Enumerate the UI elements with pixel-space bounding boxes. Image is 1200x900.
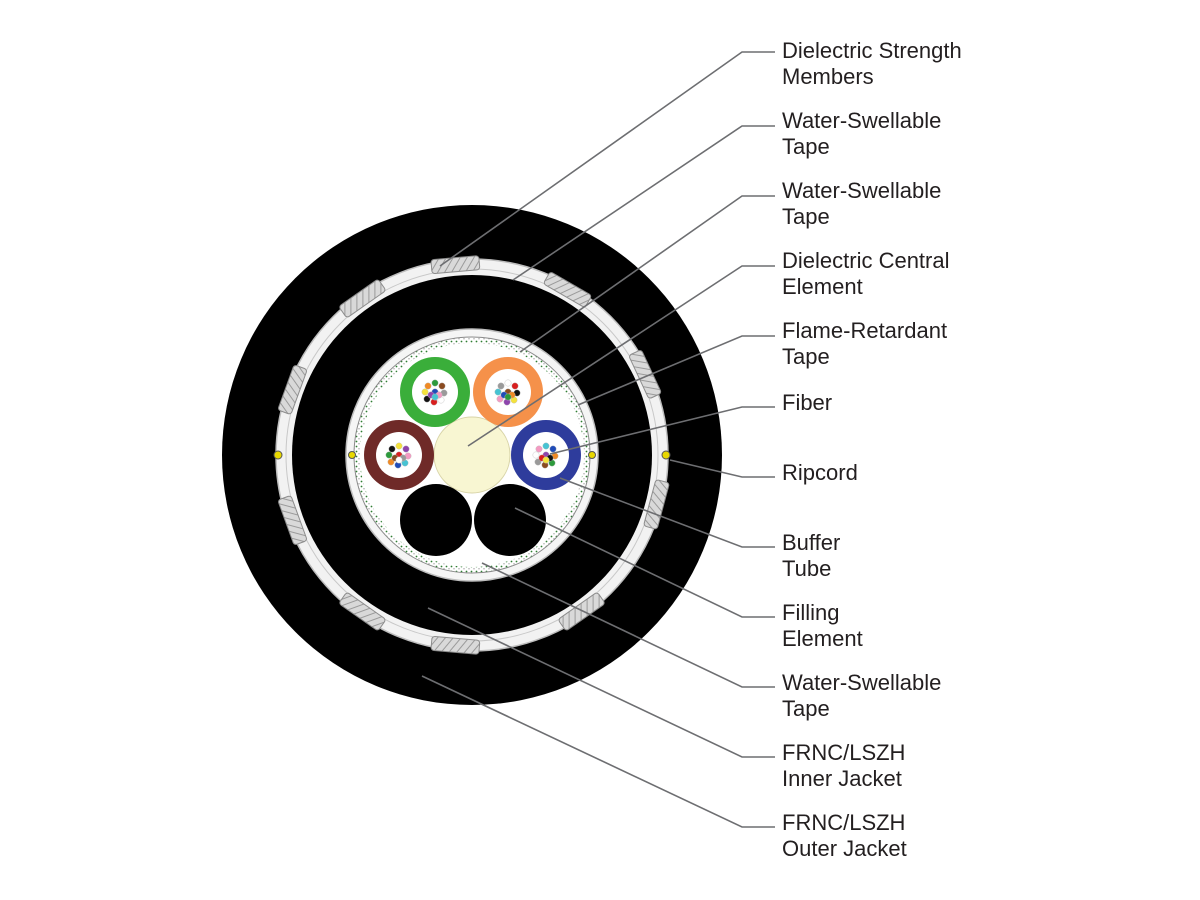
strength-member-rod [278, 365, 307, 415]
buffer-tube [473, 357, 543, 427]
leader-line [481, 562, 775, 688]
label-line: Buffer [782, 530, 841, 555]
label-line: FRNC/LSZH [782, 810, 906, 835]
label-line: Dielectric Central [782, 248, 950, 273]
label-line: Outer Jacket [782, 836, 907, 861]
strength-member-rod [558, 592, 605, 631]
label-water-swellable-tape-core: Water-Swellable Tape [782, 670, 1182, 722]
label-dielectric-central-element: Dielectric Central Element [782, 248, 1182, 300]
label-outer-jacket: FRNC/LSZH Outer Jacket [782, 810, 1182, 862]
ripcord-icon [588, 451, 596, 459]
leader-line [669, 459, 775, 478]
label-water-swellable-tape-outer: Water-Swellable Tape [782, 108, 1182, 160]
fiber-icon [385, 451, 393, 459]
label-line: Tape [782, 344, 830, 369]
label-line: Inner Jacket [782, 766, 902, 791]
leader-line [577, 335, 775, 406]
label-dielectric-strength-members: Dielectric Strength Members [782, 38, 1182, 90]
label-buffer-tube: Buffer Tube [782, 530, 1182, 582]
leader-line [549, 406, 775, 455]
leader-line [421, 675, 775, 828]
label-line: Tape [782, 696, 830, 721]
strength-member-rod [339, 279, 386, 318]
ripcord-icon [273, 450, 283, 460]
label-fiber: Fiber [782, 390, 1182, 416]
label-line: Filling [782, 600, 840, 625]
dielectric-strength-members [278, 255, 670, 655]
fiber-icon [542, 456, 550, 464]
fiber-icon [532, 451, 540, 459]
label-line: Ripcord [782, 460, 858, 485]
fiber-icon [497, 382, 505, 390]
label-line: Dielectric Strength [782, 38, 962, 63]
strength-member-rod [629, 350, 662, 399]
ripcord-icon [348, 451, 356, 459]
fiber-icon [395, 442, 403, 450]
leader-line [467, 265, 775, 447]
label-flame-retardant-tape: Flame-Retardant Tape [782, 318, 1182, 370]
label-line: Tape [782, 134, 830, 159]
label-line: Tube [782, 556, 832, 581]
buffer-tube [364, 420, 434, 490]
dielectric-central-element [433, 416, 511, 494]
fiber-icon [542, 442, 550, 450]
buffer-tube [511, 420, 581, 490]
label-line: Flame-Retardant [782, 318, 948, 343]
fiber-icon [504, 393, 512, 401]
label-line: Element [782, 626, 863, 651]
fiber-icon [535, 445, 543, 453]
filling-element-2 [474, 484, 546, 556]
label-line: Water-Swellable [782, 670, 942, 695]
filling-element-1 [400, 484, 472, 556]
buffer-tube [400, 357, 470, 427]
leader-line [439, 51, 775, 267]
strength-member-rod [543, 272, 592, 308]
fiber-icon [424, 382, 432, 390]
fiber-icon [421, 388, 429, 396]
strength-member-rod [430, 635, 481, 655]
fiber-icon [511, 382, 519, 390]
leader-line [519, 195, 775, 353]
label-water-swellable-tape-inner: Water-Swellable Tape [782, 178, 1182, 230]
label-line: Members [782, 64, 874, 89]
strength-member-rod [339, 592, 386, 631]
ripcord-icon [661, 450, 671, 460]
label-line: Water-Swellable [782, 178, 942, 203]
strength-member-rod [278, 495, 307, 545]
label-line: Element [782, 274, 863, 299]
label-filling-element: Filling Element [782, 600, 1182, 652]
fiber-icon [549, 445, 557, 453]
label-inner-jacket: FRNC/LSZH Inner Jacket [782, 740, 1182, 792]
leader-line [559, 477, 775, 548]
leader-line [512, 125, 775, 281]
leader-lines [421, 51, 775, 828]
fiber-icon [494, 388, 502, 396]
label-line: Water-Swellable [782, 108, 942, 133]
fiber-icon [438, 382, 446, 390]
label-line: Tape [782, 204, 830, 229]
fiber-icon [431, 379, 439, 387]
strength-member-rod [430, 255, 481, 275]
fiber-icon [504, 379, 512, 387]
ripcords [273, 450, 671, 460]
fiber-icon [431, 393, 439, 401]
label-line: Fiber [782, 390, 833, 415]
leader-line [514, 507, 775, 618]
label-line: FRNC/LSZH [782, 740, 906, 765]
fiber-icon [388, 445, 396, 453]
strength-member-rod [643, 479, 670, 530]
leader-line [427, 607, 775, 758]
fiber-icon [395, 456, 403, 464]
fiber-icon [402, 445, 410, 453]
label-ripcord: Ripcord [782, 460, 1182, 486]
